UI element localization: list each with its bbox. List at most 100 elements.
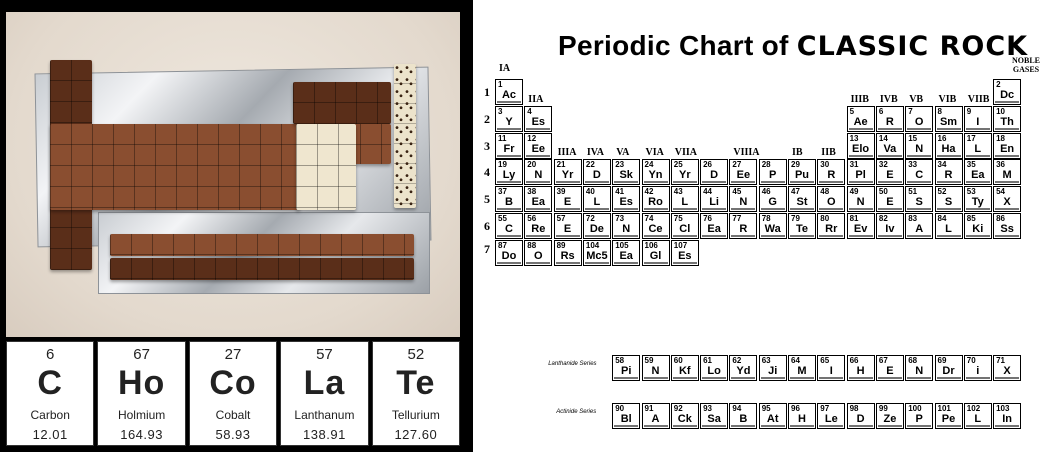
cell-symbol: E xyxy=(563,196,572,209)
cell-symbol: N xyxy=(651,365,660,377)
cell-fine-print xyxy=(760,235,785,237)
cell-number: 27 xyxy=(732,160,742,170)
cell-fine-print xyxy=(907,425,932,427)
cell-number: 17 xyxy=(966,133,976,143)
cell-symbol: N xyxy=(915,365,924,377)
element-symbol: Te xyxy=(396,364,436,402)
cell-number: 85 xyxy=(966,214,976,223)
cell-number: 51 xyxy=(908,187,918,197)
cell-number: 15 xyxy=(908,133,918,143)
actinide-series-label: Actinide Series xyxy=(556,409,597,415)
cell-number: 97 xyxy=(820,404,830,413)
cell-fine-print xyxy=(526,181,551,184)
cell-number: 90 xyxy=(615,404,625,413)
cell-fine-print xyxy=(848,235,873,237)
cell-symbol: Yr xyxy=(678,169,691,182)
cell-fine-print xyxy=(819,235,844,237)
cell-number: 60 xyxy=(673,356,683,365)
element-symbol: C xyxy=(37,364,63,402)
cell-fine-print xyxy=(877,127,902,130)
cell-symbol: Pu xyxy=(794,169,810,182)
cell-number: 37 xyxy=(498,187,507,197)
cell-number: 95 xyxy=(761,404,771,413)
cell-symbol: Kf xyxy=(678,365,691,377)
cell-symbol: O xyxy=(827,196,836,209)
cell-fine-print xyxy=(877,235,902,237)
cell-number: 99 xyxy=(878,404,888,413)
cell-symbol: B xyxy=(505,196,513,209)
cell-number: 58 xyxy=(615,356,625,365)
period-label: 6 xyxy=(484,219,490,233)
cell-symbol: Ee xyxy=(531,142,546,155)
cell-fine-print xyxy=(614,181,639,184)
cell-number: 41 xyxy=(615,187,625,197)
cell-fine-print xyxy=(936,181,961,184)
cell-fine-print xyxy=(526,235,551,237)
cell-symbol: D xyxy=(856,413,865,425)
cell-number: 78 xyxy=(761,214,771,223)
cell-fine-print xyxy=(819,377,844,379)
cell-symbol: X xyxy=(1003,196,1011,209)
cell-fine-print xyxy=(907,235,932,237)
cell-symbol: Elo xyxy=(852,142,870,155)
cell-fine-print xyxy=(731,425,756,427)
cell-symbol: Bl xyxy=(620,413,632,425)
cell-number: 101 xyxy=(937,404,951,413)
cell-number: 29 xyxy=(791,160,800,170)
cell-fine-print xyxy=(760,181,785,184)
cell-symbol: Ro xyxy=(648,196,663,209)
cell-symbol: Gl xyxy=(649,249,662,262)
cell-fine-print xyxy=(936,154,961,157)
cell-fine-print xyxy=(965,154,990,157)
cell-fine-print xyxy=(555,235,580,237)
cell-symbol: M xyxy=(797,365,807,377)
cell-symbol: L xyxy=(945,223,952,235)
cell-number: 20 xyxy=(527,160,537,170)
group-label: IVB xyxy=(879,93,898,105)
element-tile-carbon: 6 C Carbon 12.01 xyxy=(6,341,95,446)
cell-number: 46 xyxy=(761,187,771,197)
cell-number: 79 xyxy=(791,214,800,223)
cell-symbol: Yr xyxy=(561,169,574,182)
cell-symbol: E xyxy=(563,223,572,235)
cell-number: 72 xyxy=(585,214,595,223)
chocolate-bar-bottom-2 xyxy=(110,258,414,280)
group-label: VB xyxy=(909,93,924,105)
cell-fine-print xyxy=(760,208,785,211)
cell-symbol: Pl xyxy=(855,169,866,182)
cell-symbol: R xyxy=(944,169,953,182)
atomic-mass: 164.93 xyxy=(120,427,163,442)
cell-symbol: S xyxy=(944,196,953,209)
cell-symbol: Ea xyxy=(707,223,721,235)
cell-fine-print xyxy=(819,425,844,427)
cell-symbol: Ss xyxy=(1000,223,1014,235)
cell-number: 24 xyxy=(644,160,654,170)
